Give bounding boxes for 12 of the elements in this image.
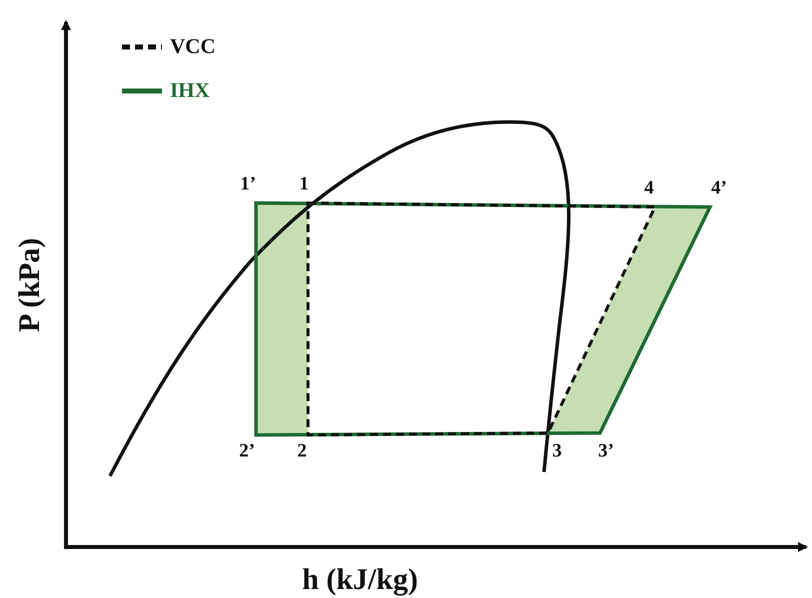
point-label: 3’ xyxy=(598,442,614,460)
point-label: 2’ xyxy=(239,442,255,460)
legend-label: IHX xyxy=(170,80,210,101)
point-label: 1’ xyxy=(240,174,256,194)
legend-label: VCC xyxy=(170,36,216,57)
point-label: 4’ xyxy=(711,178,727,198)
point-label: 4 xyxy=(644,178,654,198)
axis-title: h (kJ/kg) xyxy=(302,565,418,595)
point-label: 1 xyxy=(299,174,309,194)
point-label: 3 xyxy=(552,442,562,460)
point-label: 2 xyxy=(297,442,307,460)
axis-title: P (kPa) xyxy=(15,238,45,332)
